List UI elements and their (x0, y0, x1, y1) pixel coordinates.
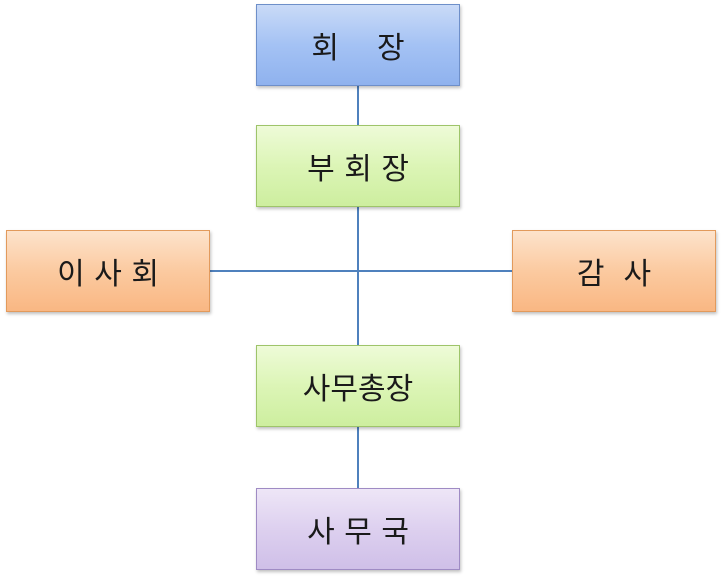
connector-board-auditor (210, 270, 512, 272)
connector-vice-secretary-general (357, 207, 359, 345)
connector-president-vice (357, 86, 359, 125)
board-box: 이 사 회 (6, 230, 210, 312)
president-box: 회 장 (256, 4, 460, 86)
secretary-general-box: 사무총장 (256, 345, 460, 427)
vice-president-box: 부 회 장 (256, 125, 460, 207)
connector-secretary-general-secretariat (357, 427, 359, 488)
secretariat-box: 사 무 국 (256, 488, 460, 570)
auditor-box: 감 사 (512, 230, 716, 312)
